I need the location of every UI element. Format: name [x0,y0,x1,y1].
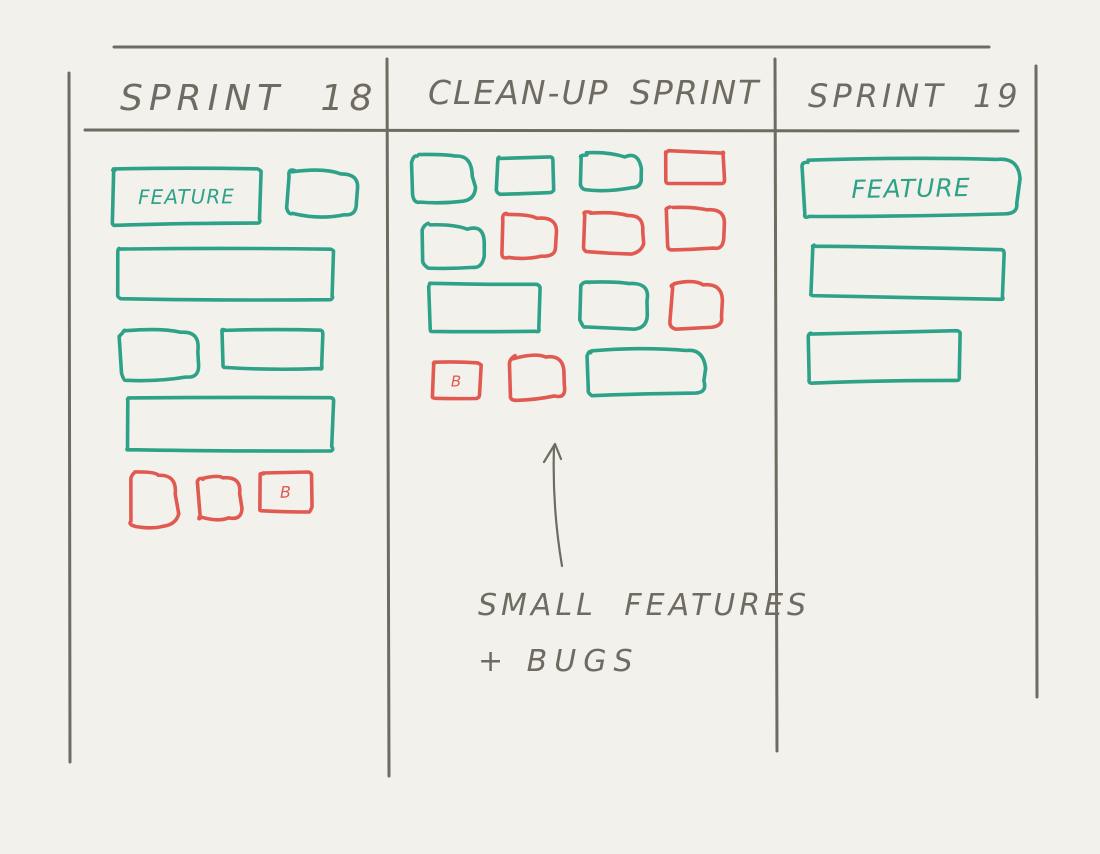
bug-card [128,470,181,530]
bug-card [663,148,727,186]
feature-card-label: FEATURE [138,184,235,209]
feature-card-outline [494,155,556,197]
bug-card-outline [430,360,483,401]
column-headers: SPRINT 18 CLEAN-UP SPRINT SPRINT 19 [120,73,1022,119]
bug-card-label: B [451,372,462,390]
annotation-plus-bugs: + BUGS [478,644,640,679]
feature-card-outline [284,168,360,219]
feature-card-outline [426,281,542,334]
bug-card-outline [507,353,567,403]
feature-card [117,327,201,383]
header-underline [83,128,1020,133]
bug-card-outline [663,148,727,186]
feature-card-outline [110,166,263,228]
bug-card-outline [664,205,727,252]
bug-card [507,353,567,403]
feature-card-outline [808,243,1006,302]
cards-layer: FEATURE B B FEATURE [110,148,1022,530]
right-border [1034,64,1039,699]
feature-card [578,150,644,193]
feature-card [125,395,336,453]
left-border [67,71,72,764]
bug-card-outline [668,279,725,331]
feature-card-outline [806,328,962,385]
board-frame [67,45,1039,778]
feature-card [220,327,325,372]
feature-card: FEATURE [110,166,263,228]
bug-card-outline [581,210,646,256]
divider-1 [385,57,391,778]
feature-card [420,221,487,271]
feature-card [494,155,556,197]
bug-card: B [430,360,483,401]
arrow-up-icon [542,442,564,568]
column-header-sprint-18: SPRINT 18 [120,78,378,119]
feature-card [284,168,360,219]
bug-card [581,210,646,256]
bug-card-outline [500,211,559,261]
bug-card-outline [128,470,181,530]
feature-card-outline [409,152,478,205]
bug-card-outline [258,470,314,514]
feature-card-label: FEATURE [851,173,971,204]
feature-card-outline [578,280,650,331]
feature-card [426,281,542,334]
feature-card: FEATURE [800,156,1022,219]
annotation-layer: SMALL FEATURES + BUGS [478,442,810,679]
bug-card [500,211,559,261]
bug-card: B [258,470,314,514]
bug-card [195,474,244,522]
feature-card-outline [800,156,1022,219]
feature-card-outline [125,395,336,453]
feature-card [578,280,650,331]
feature-card-outline [585,346,708,398]
feature-card [585,346,708,398]
divider-2 [773,57,779,753]
feature-card [115,246,336,302]
column-header-clean-up-sprint: CLEAN-UP SPRINT [428,73,761,112]
feature-card-outline [115,246,336,302]
bug-card [668,279,725,331]
feature-card-outline [220,327,325,372]
feature-card [409,152,478,205]
column-header-sprint-19: SPRINT 19 [808,77,1022,115]
bug-card-outline [195,474,244,522]
feature-card [808,243,1006,302]
feature-card-outline [578,150,644,193]
feature-card [806,328,962,385]
annotation-small-features: SMALL FEATURES [478,588,810,623]
bug-card-label: B [280,483,292,502]
feature-card-outline [117,327,201,383]
feature-card-outline [420,221,487,271]
bug-card [664,205,727,252]
